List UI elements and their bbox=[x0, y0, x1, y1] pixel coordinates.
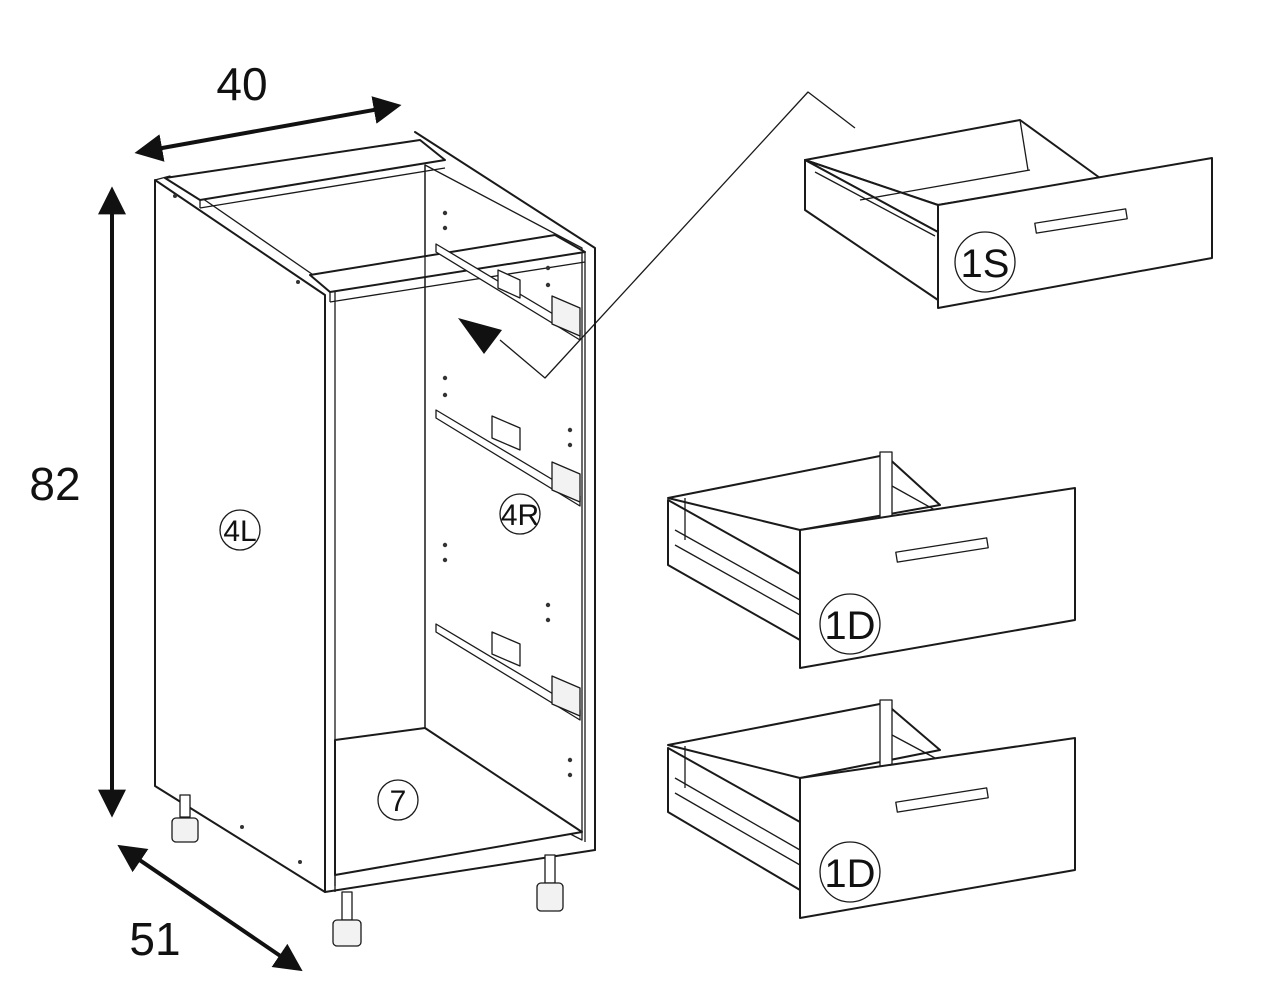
drawer-1d-middle bbox=[667, 451, 1076, 669]
drawer-1d-bottom bbox=[667, 699, 1076, 919]
svg-text:1D: 1D bbox=[824, 852, 875, 896]
cabinet-body bbox=[154, 131, 596, 947]
label-1d-bottom: 1D bbox=[819, 841, 881, 903]
width-label: 40 bbox=[216, 58, 267, 110]
svg-text:7: 7 bbox=[390, 785, 407, 818]
assembly-pointer bbox=[458, 91, 856, 379]
drawer-1s bbox=[804, 119, 1213, 309]
label-7: 7 bbox=[377, 779, 419, 821]
depth-label: 51 bbox=[129, 913, 180, 965]
depth-dimension: 51 bbox=[117, 844, 303, 972]
svg-text:1D: 1D bbox=[824, 604, 875, 648]
height-label: 82 bbox=[29, 458, 80, 510]
shelf-holes bbox=[173, 194, 573, 864]
label-1s: 1S bbox=[954, 231, 1016, 293]
label-4r: 4R bbox=[499, 493, 541, 535]
leveling-feet bbox=[171, 794, 564, 947]
svg-text:1S: 1S bbox=[961, 242, 1010, 286]
svg-text:4R: 4R bbox=[501, 499, 539, 532]
label-1d-middle: 1D bbox=[819, 593, 881, 655]
height-dimension: 82 bbox=[29, 186, 126, 818]
bottom-panel bbox=[334, 727, 583, 876]
top-rail-back bbox=[164, 139, 446, 201]
drawer-runners bbox=[435, 243, 581, 721]
svg-text:4L: 4L bbox=[223, 515, 256, 548]
label-4l: 4L bbox=[219, 509, 261, 551]
width-dimension: 40 bbox=[134, 58, 402, 162]
